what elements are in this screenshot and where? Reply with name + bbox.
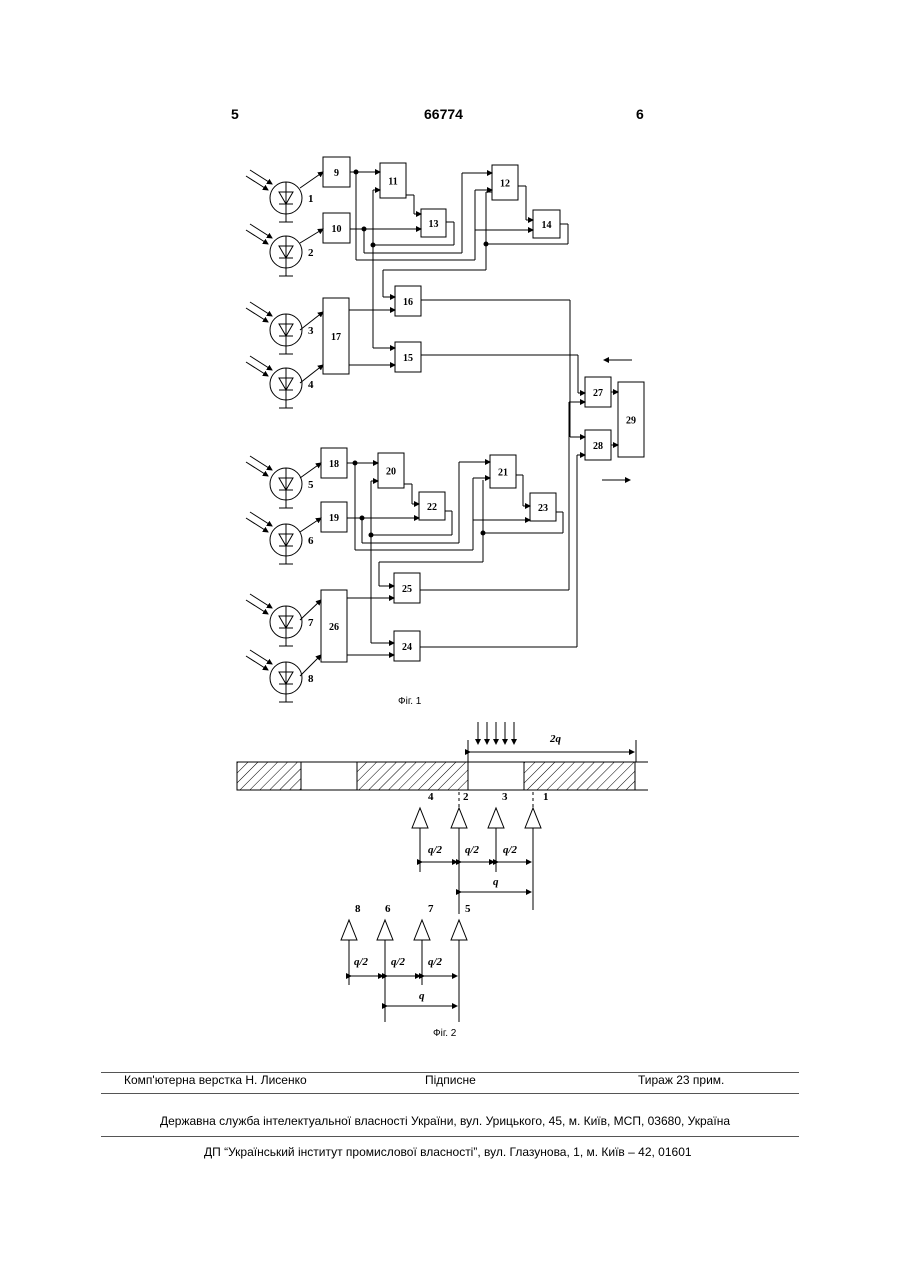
photodiode-sensor: 6 (246, 512, 314, 564)
sensor-label: 4 (308, 379, 314, 391)
sensor-marker-label: 4 (428, 791, 434, 803)
functional-block: 11 (380, 163, 406, 198)
functional-block: 9 (323, 157, 350, 187)
functional-block: 16 (395, 286, 421, 316)
photodiode-sensor: 3 (246, 302, 314, 354)
functional-block: 12 (492, 165, 518, 200)
block-label: 18 (329, 459, 339, 470)
functional-block: 18 (321, 448, 347, 478)
footer-agency: Державна служба інтелектуальної власност… (160, 1114, 730, 1128)
sensor-marker: 6 (377, 903, 393, 940)
block-label: 27 (593, 388, 603, 399)
dim-label-q-half: q/2 (428, 956, 443, 968)
sensor-marker: 4 (412, 791, 434, 828)
sensor-marker-label: 1 (543, 791, 549, 803)
block-label: 25 (402, 584, 412, 595)
figure-2-sensor-layout: 2q 4 2 3 1 q/2 q/2 q/2 q 8 6 7 5 q/2 (237, 722, 648, 1039)
sensor-label: 6 (308, 535, 314, 547)
functional-block: 13 (421, 209, 446, 237)
functional-block: 27 (585, 377, 611, 407)
sensor-marker: 7 (414, 903, 434, 940)
sensor-label: 5 (308, 479, 314, 491)
block-label: 17 (331, 332, 341, 343)
functional-block: 22 (419, 492, 445, 520)
functional-block: 23 (530, 493, 556, 521)
sensor-marker: 1 (525, 791, 549, 828)
footer-rule (101, 1093, 799, 1094)
sensor-marker-label: 6 (385, 903, 391, 915)
footer-rule (101, 1136, 799, 1137)
sensor-marker-label: 8 (355, 903, 361, 915)
functional-block: 15 (395, 342, 421, 372)
sensor-marker: 5 (451, 903, 471, 940)
functional-block: 17 (323, 298, 349, 374)
block-label: 14 (542, 220, 552, 231)
dim-label-q-half: q/2 (428, 844, 443, 856)
functional-block: 20 (378, 453, 404, 488)
block-label: 20 (386, 467, 396, 478)
sensor-label: 3 (308, 325, 314, 337)
photodiode-sensor: 2 (246, 224, 314, 276)
block-label: 11 (388, 177, 397, 188)
photodiode-sensor: 4 (246, 356, 314, 408)
photodiode-sensor: 5 (246, 456, 314, 508)
functional-block: 29 (618, 382, 644, 457)
sensor-marker-label: 7 (428, 903, 434, 915)
functional-block: 10 (323, 213, 350, 243)
block-label: 24 (402, 642, 412, 653)
scale-opaque-segment (357, 762, 468, 790)
dim-label-q: q (419, 990, 425, 1002)
functional-block: 14 (533, 210, 560, 238)
scale-opaque-segment (237, 762, 301, 790)
sensor-label: 8 (308, 673, 314, 685)
figure-1-caption: Фіг. 1 (398, 696, 422, 707)
figure-2-caption: Фіг. 2 (433, 1028, 457, 1039)
footer-signed: Підписне (425, 1073, 476, 1087)
sensor-label: 2 (308, 247, 314, 259)
dim-label-q-half: q/2 (391, 956, 406, 968)
block-label: 28 (593, 441, 603, 452)
functional-block: 25 (394, 573, 420, 603)
scale-opaque-segment (524, 762, 635, 790)
block-label: 16 (403, 297, 413, 308)
functional-block: 19 (321, 502, 347, 532)
footer-institute: ДП “Український інститут промислової вла… (204, 1145, 692, 1159)
figure-1-block-diagram: 12345678 9101112131415161718192021222324… (246, 157, 644, 707)
footer-circulation: Тираж 23 прим. (638, 1073, 724, 1087)
dim-label-q: q (493, 876, 499, 888)
functional-block: 24 (394, 631, 420, 661)
sensor-marker: 8 (341, 903, 361, 940)
block-label: 10 (332, 224, 342, 235)
block-label: 15 (403, 353, 413, 364)
sensor-marker: 2 (451, 791, 469, 828)
block-label: 21 (498, 468, 508, 479)
sensor-marker-label: 2 (463, 791, 469, 803)
block-label: 29 (626, 416, 636, 427)
photodiode-sensor: 7 (246, 594, 314, 646)
dim-label-q-half: q/2 (354, 956, 369, 968)
sensor-label: 7 (308, 617, 314, 629)
photodiode-sensor: 8 (246, 650, 314, 702)
sensor-label: 1 (308, 193, 314, 205)
functional-block: 21 (490, 455, 516, 488)
dim-label-q-half: q/2 (503, 844, 518, 856)
block-label: 23 (538, 503, 548, 514)
sensor-marker: 3 (488, 791, 508, 828)
sensor-marker-label: 5 (465, 903, 471, 915)
block-label: 13 (429, 219, 439, 230)
block-label: 19 (329, 513, 339, 524)
block-label: 12 (500, 179, 510, 190)
block-label: 26 (329, 622, 339, 633)
dim-label-q-half: q/2 (465, 844, 480, 856)
block-label: 9 (334, 168, 339, 179)
block-label: 22 (427, 502, 437, 513)
dim-label-2q: 2q (549, 733, 562, 745)
sensor-marker-label: 3 (502, 791, 508, 803)
functional-block: 26 (321, 590, 347, 662)
functional-block: 28 (585, 430, 611, 460)
footer-layout-credit: Комп'ютерна верстка Н. Лисенко (124, 1073, 307, 1087)
photodiode-sensor: 1 (246, 170, 314, 222)
